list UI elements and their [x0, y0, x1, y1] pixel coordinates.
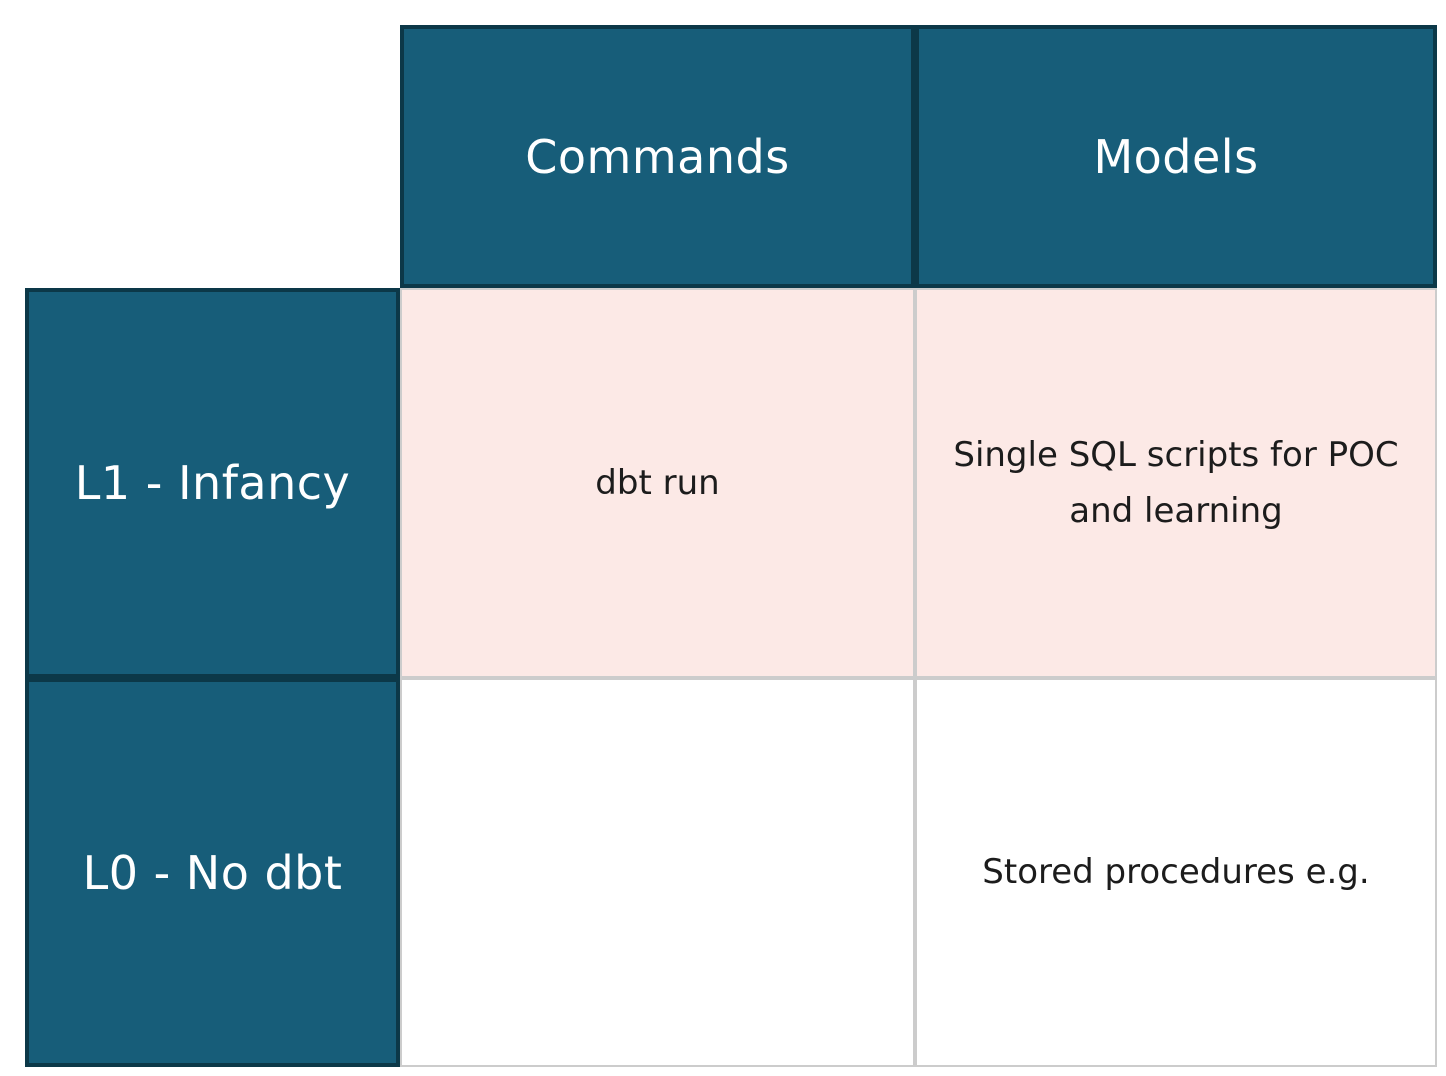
maturity-matrix-table: Commands Models L1 - Infancy dbt run Sin…	[25, 25, 1437, 1067]
maturity-matrix: Commands Models L1 - Infancy dbt run Sin…	[25, 25, 1437, 1067]
row-l1-infancy: L1 - Infancy dbt run Single SQL scripts …	[25, 288, 1437, 678]
column-header-commands: Commands	[400, 25, 915, 288]
row-l0-no-dbt: L0 - No dbt Stored procedures e.g.	[25, 678, 1437, 1067]
row-header-l1-infancy: L1 - Infancy	[25, 288, 400, 678]
header-row: Commands Models	[25, 25, 1437, 288]
corner-spacer	[25, 25, 400, 288]
cell-l0-models: Stored procedures e.g.	[915, 678, 1437, 1067]
row-header-l0-no-dbt: L0 - No dbt	[25, 678, 400, 1067]
cell-l1-commands: dbt run	[400, 288, 915, 678]
cell-l0-commands	[400, 678, 915, 1067]
cell-l1-models: Single SQL scripts for POC and learning	[915, 288, 1437, 678]
column-header-models: Models	[915, 25, 1437, 288]
